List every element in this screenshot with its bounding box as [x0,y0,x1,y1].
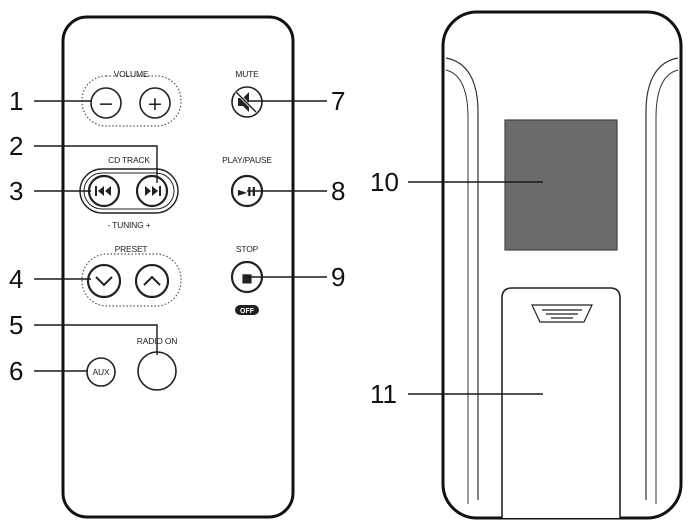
grip-lines-icon [531,304,593,323]
callout-leaders [34,100,543,395]
cd-track-group: CD TRACK - TUNING + [79,155,179,230]
leader-2 [34,145,158,183]
chevron-down-icon [95,276,113,287]
callout-4: 4 [9,264,23,294]
stop-label: STOP [236,244,259,254]
callout-8: 8 [331,176,345,206]
back-right-contour-outer [645,57,679,500]
battery-cover[interactable] [501,287,621,518]
callout-6: 6 [9,356,23,386]
aux-button[interactable] [86,357,116,387]
preset-label: PRESET [115,244,148,254]
chevron-up-icon [143,275,161,286]
volume-up-glyph: + [147,93,163,115]
off-label: OFF [240,308,255,315]
preset-down-button[interactable] [86,263,122,299]
volume-up-button[interactable] [139,87,171,119]
aux-label: AUX [93,367,110,377]
remote-back [441,10,683,520]
callout-7: 7 [331,86,345,116]
callout-3: 3 [9,176,23,206]
callout-9: 9 [331,262,345,292]
callout-numbers: 1 2 3 4 5 6 7 8 9 10 11 [9,86,399,409]
preset-up-button[interactable] [134,263,170,299]
mute-group: MUTE [231,69,263,118]
speaker-muted-icon [234,90,258,114]
mute-label: MUTE [235,69,259,79]
tuning-label: - TUNING + [108,220,151,230]
preset-dotted-frame [81,253,182,307]
back-left-contour-outer [445,57,479,500]
cd-track-label: CD TRACK [108,155,150,165]
callout-1: 1 [9,86,23,116]
skip-forward-icon [145,186,161,196]
volume-label: VOLUME [114,69,149,79]
aux-group: AUX [86,357,116,387]
stop-glyph: ■ [241,271,252,285]
off-badge [235,305,259,315]
volume-group: VOLUME − + [81,69,182,127]
leader-5 [34,324,158,355]
callout-5: 5 [9,310,23,340]
volume-down-button[interactable] [90,87,122,119]
preset-group: PRESET [81,244,182,307]
play-pause-label: PLAY/PAUSE [222,155,272,165]
back-left-contour-inner [445,69,469,504]
volume-down-glyph: − [98,93,114,115]
back-label-panel [504,119,618,251]
callout-2: 2 [9,131,23,161]
remote-front: VOLUME − + MUTE CD TRACK [61,15,295,519]
callout-11: 11 [370,379,397,409]
back-right-contour-inner [655,69,679,504]
play-pause-glyph: ►II [238,185,256,199]
radio-on-button[interactable] [137,351,177,391]
skip-back-icon [95,186,111,196]
callout-10: 10 [370,167,399,197]
remote-front-body [61,15,295,519]
